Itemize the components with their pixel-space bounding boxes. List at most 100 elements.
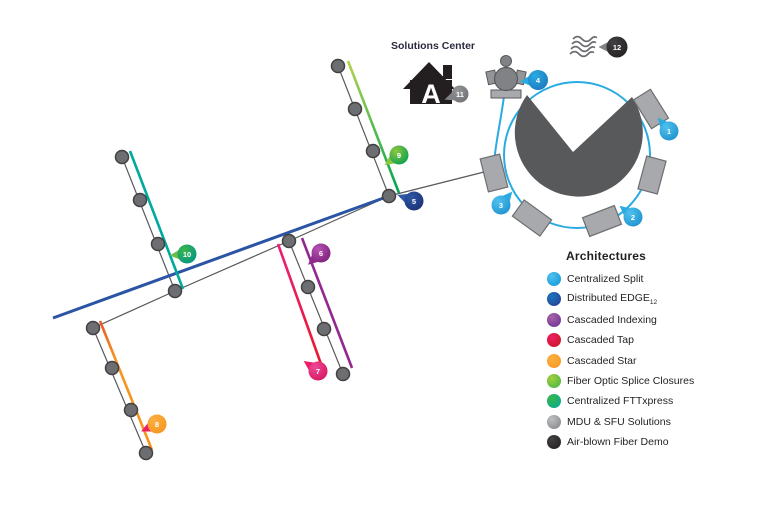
- pin-circle: [606, 36, 628, 58]
- marker-pin-1[interactable]: 1: [652, 113, 679, 141]
- legend-item: Centralized Split: [547, 272, 759, 286]
- pin-number: 5: [412, 197, 416, 206]
- campus-area: [479, 81, 670, 238]
- wave-line: [571, 40, 597, 48]
- pole-node: [335, 366, 351, 382]
- legend-color-dot: [547, 414, 561, 429]
- marker-pin-8[interactable]: 8: [138, 414, 167, 438]
- pin-circle: [311, 243, 331, 263]
- legend-color-dot: [547, 333, 561, 348]
- mdu-building-icon: [479, 153, 509, 193]
- pin-number: 6: [319, 249, 323, 258]
- legend-subscript: 12: [649, 299, 658, 307]
- legend-label: MDU & SFU Solutions: [567, 415, 671, 428]
- pin-number: 2: [631, 213, 635, 222]
- fiber-splice-closures-line: [346, 60, 401, 194]
- pin-circle: [491, 195, 511, 215]
- house-letter: A: [421, 79, 441, 109]
- pole-node: [138, 445, 154, 461]
- legend-label: Distributed EDGE12: [567, 292, 658, 307]
- marker-pin-6[interactable]: 6: [303, 243, 331, 270]
- pole-node: [85, 320, 101, 336]
- pin-number: 11: [456, 90, 464, 99]
- marker-pin-7[interactable]: 7: [300, 355, 328, 381]
- pole-line-fttxpress: [121, 156, 176, 292]
- marker-pin-4[interactable]: 4: [519, 70, 548, 90]
- legend-label: Cascaded Star: [567, 354, 637, 367]
- campus-ring: [503, 81, 651, 229]
- legend-item: Air-blown Fiber Demo: [547, 435, 759, 450]
- pin-circle: [147, 414, 167, 434]
- solutions-center-group: Solutions Center A: [391, 40, 475, 109]
- pin-number: 10: [183, 250, 191, 259]
- architecture-lines: [52, 60, 401, 451]
- marker-pin-12[interactable]: 12: [598, 36, 628, 58]
- legend-item: MDU & SFU Solutions: [547, 414, 759, 429]
- legend-item: Cascaded Tap: [547, 333, 759, 348]
- mdu-building-icon: [511, 199, 553, 237]
- pin-number: 9: [397, 151, 401, 160]
- pin-circle: [659, 121, 679, 141]
- ring-feed-line: [493, 95, 505, 164]
- campus-building-icon: [514, 95, 643, 197]
- legend-color-dot: [547, 374, 561, 389]
- centralized-fttxpress-line: [128, 150, 185, 290]
- marker-pin-5[interactable]: 5: [395, 188, 424, 211]
- pole-node: [167, 283, 183, 299]
- pin-circle: [389, 145, 409, 165]
- air-waves-icon: [569, 35, 598, 58]
- cascaded-star-line: [98, 320, 154, 451]
- marker-pin-10[interactable]: 10: [169, 244, 197, 264]
- pole-line-star: [92, 327, 147, 454]
- legend-label: Cascaded Indexing: [567, 313, 657, 326]
- pole-node: [104, 360, 120, 376]
- mdu-building-icon: [581, 204, 623, 238]
- pin-number: 3: [499, 201, 503, 210]
- road-network: [92, 65, 493, 454]
- pole-nodes: [85, 58, 397, 461]
- legend-color-dot: [547, 292, 561, 307]
- legend-item: Distributed EDGE12: [547, 292, 759, 306]
- legend-color-dot: [547, 435, 561, 450]
- pole-node: [365, 143, 381, 159]
- legend-label: Centralized FTTxpress: [567, 395, 674, 408]
- pin-number: 7: [316, 367, 320, 376]
- pole-line-splice: [337, 65, 390, 197]
- legend-title: Architectures: [566, 249, 646, 263]
- pin-circle: [451, 85, 469, 103]
- legend-item: Fiber Optic Splice Closures: [547, 374, 759, 389]
- legend-color-dot: [547, 272, 561, 286]
- pole-line-indexing: [288, 240, 344, 375]
- house-icon: A: [403, 62, 455, 109]
- pole-node: [114, 149, 130, 165]
- legend-color-dot: [547, 353, 561, 368]
- pin-circle: [528, 70, 548, 90]
- legend-item: Cascaded Star: [547, 353, 759, 368]
- wave-line: [570, 45, 596, 53]
- distributed-edge-line: [52, 194, 390, 320]
- hydrant-base: [490, 89, 522, 99]
- pole-node: [330, 58, 346, 74]
- hydrant-top-knob: [500, 55, 512, 67]
- legend-label: Cascaded Tap: [567, 334, 634, 347]
- legend-label: Air-blown Fiber Demo: [567, 436, 669, 449]
- mdu-building-icon: [637, 155, 667, 195]
- hydrant-body: [493, 66, 519, 92]
- pin-circle: [404, 191, 424, 211]
- marker-pin-3[interactable]: 3: [491, 187, 518, 215]
- pole-node: [381, 188, 397, 204]
- marker-pin-2[interactable]: 2: [615, 200, 643, 227]
- legend-color-dot: [547, 312, 561, 327]
- pole-node: [300, 279, 316, 295]
- marker-pin-11[interactable]: 11: [442, 85, 469, 106]
- pole-node: [347, 101, 363, 117]
- pin-circle: [308, 361, 328, 381]
- marker-pin-9[interactable]: 9: [381, 145, 409, 171]
- house-body: [410, 80, 452, 104]
- wave-line: [569, 50, 595, 58]
